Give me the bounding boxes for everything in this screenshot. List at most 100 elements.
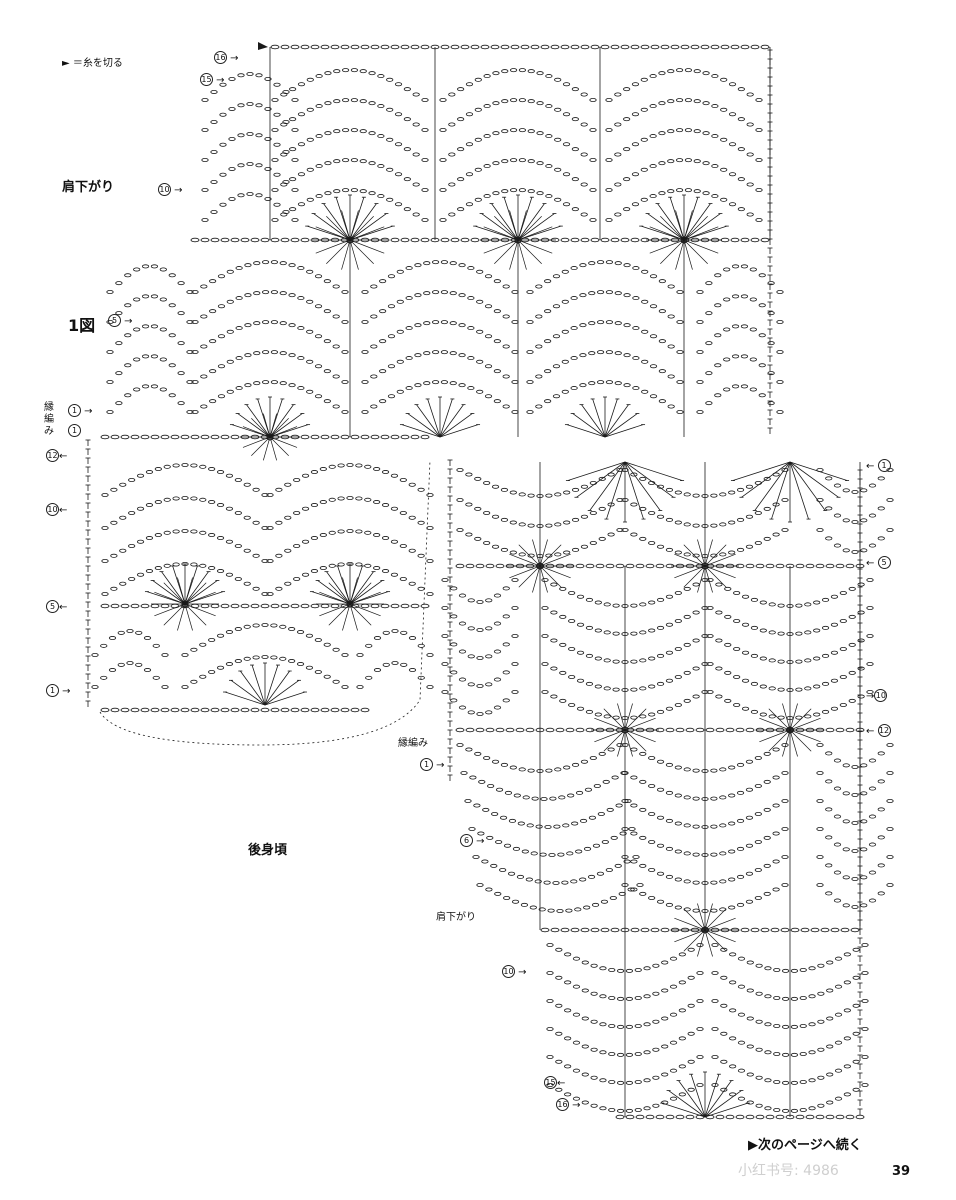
chain-stitch [110,520,118,525]
chain-stitch [568,647,576,652]
chain-stitch [145,503,154,508]
chain-stitch [554,767,562,772]
chain-stitch [755,157,763,162]
chain-stitch [301,506,310,511]
chain-stitch [141,294,150,299]
chain-stitch [520,902,529,907]
chain-stitch [572,1012,581,1017]
chain-stitch [825,863,833,868]
chain-stitch [746,182,754,187]
chain-stitch [512,846,521,851]
chain-stitch [635,563,645,569]
chain-stitch [609,896,617,901]
chain-stitch [630,502,638,507]
chain-stitch [306,329,314,334]
shoulder-slope-label-right: 肩下がり [436,912,476,923]
chain-stitch [390,603,400,609]
chain-stitch [465,82,474,87]
cluster-stitch [789,729,821,743]
chain-stitch [590,991,598,996]
chain-stitch [808,1022,816,1027]
chain-stitch [484,394,493,399]
chain-stitch [365,643,373,648]
chain-stitch [288,353,296,358]
cluster-stitch [349,215,374,241]
chain-stitch [683,879,691,884]
cluster-stitch [328,582,351,605]
chain-stitch [509,98,518,103]
cluster-stitch [539,565,571,579]
chain-stitch [728,490,736,495]
chain-stitch [554,167,562,172]
chain-stitch [150,324,159,329]
chain-stitch [177,311,185,316]
chain-stitch [886,771,894,776]
chain-stitch [209,369,217,374]
chain-stitch [826,1044,834,1049]
chain-stitch [456,528,464,533]
chain-stitch [449,321,457,326]
chain-stitch [483,74,491,79]
cluster-stitch [674,929,706,943]
row-marker-top-10: 10 [158,183,183,196]
chain-stitch [585,563,595,569]
chain-stitch [845,563,855,569]
chain-stitch [168,333,176,338]
fan-stitch [184,580,218,605]
chain-stitch [423,261,431,266]
chain-stitch [674,905,682,910]
chain-stitch [364,563,372,568]
chain-stitch [350,128,359,133]
chain-stitch [340,44,350,50]
chain-stitch [640,137,648,142]
chain-stitch [414,323,422,328]
chain-stitch [467,296,475,301]
chain-stitch [656,681,665,686]
chain-stitch [843,1064,851,1069]
chain-stitch [665,622,674,627]
chain-stitch [328,464,336,469]
chain-stitch [150,354,159,359]
chain-stitch [210,89,218,94]
chain-stitch [255,133,263,138]
cluster-center [266,433,274,441]
chain-stitch [323,674,331,679]
chain-stitch [736,762,745,767]
chain-stitch [598,536,606,541]
chain-stitch [410,44,420,50]
chain-stitch [736,547,745,552]
chain-stitch [145,470,154,475]
chain-stitch [252,553,260,558]
chain-stitch [692,852,700,857]
chain-stitch [448,152,456,157]
chain-stitch [702,191,710,196]
chain-stitch [431,260,440,265]
chain-stitch [760,927,770,933]
chain-stitch [848,698,856,703]
fan-stitch [323,203,351,241]
chain-stitch [590,1075,598,1080]
chain-stitch [279,291,287,296]
chain-stitch [696,971,704,976]
chain-stitch [150,707,160,713]
chain-stitch [535,824,543,829]
chain-stitch [562,142,571,147]
chain-stitch [564,1092,572,1097]
chain-stitch [692,694,700,699]
cluster-stitch [704,929,736,943]
chain-stitch [843,952,851,957]
chain-stitch [293,510,301,515]
chain-stitch [614,92,622,97]
chain-stitch [608,1052,616,1057]
chain-stitch [623,383,631,388]
cluster-stitch [251,417,271,438]
chain-stitch [133,297,141,302]
chain-stitch [767,311,775,316]
row-marker-right-12: 12 [866,724,891,737]
row-marker-left-1a: 1 [68,404,93,417]
chain-stitch [746,1072,754,1077]
chain-stitch [507,871,516,876]
chain-stitch [773,1024,781,1029]
chain-stitch [426,559,434,564]
chain-stitch [565,908,573,913]
